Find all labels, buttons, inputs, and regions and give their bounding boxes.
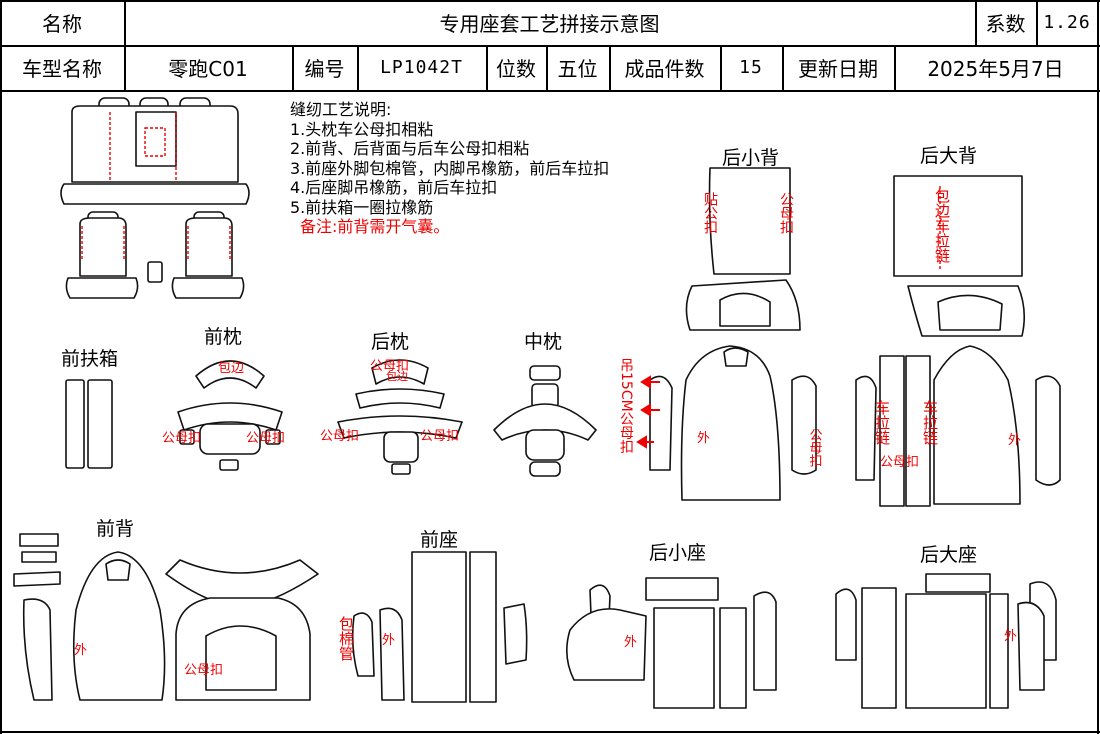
front-headrest-pieces bbox=[177, 360, 283, 471]
model-label: 车型名称 bbox=[22, 57, 102, 81]
annotation-outside: 外 bbox=[624, 635, 637, 650]
title-front-armrest: 前扶箱 bbox=[61, 348, 119, 370]
code-label: 编号 bbox=[304, 57, 345, 81]
table-row-divider bbox=[0, 45, 1100, 47]
col-divider bbox=[486, 45, 488, 90]
sewing-notes: 缝纫工艺说明: 1.头枕车公母扣相粘 2.前背、后背面与后车公母扣相粘 3.前座… bbox=[290, 100, 609, 237]
rear-big-back-pieces bbox=[855, 175, 1061, 507]
title-front-seat: 前座 bbox=[420, 529, 459, 551]
annotation-zip: 车拉链 bbox=[921, 400, 939, 445]
table-border-bottom bbox=[0, 90, 1100, 92]
annotation-edge-zip: 包边车拉链 bbox=[933, 188, 951, 263]
rear-small-back-pieces bbox=[649, 167, 817, 501]
annotation-foam-tube: 包棉管 bbox=[337, 616, 355, 661]
date-value: 2025年5月7日 bbox=[927, 57, 1064, 81]
seats-label: 位数 bbox=[496, 57, 536, 81]
front-back-pieces bbox=[13, 533, 319, 701]
annotation-snap: 公母扣 bbox=[880, 455, 919, 470]
note-item: 2.前背、后背面与后车公母扣相粘 bbox=[290, 139, 530, 158]
notes-remark: 备注:前背需开气囊。 bbox=[300, 217, 450, 236]
note-item: 4.后座脚吊橡筋，前后车拉扣 bbox=[290, 178, 498, 197]
annotation-outside: 外 bbox=[74, 643, 87, 658]
annotation-snap: 公母扣 bbox=[370, 359, 409, 374]
note-item: 3.前座外脚包棉管，内脚吊橡筋，前后车拉扣 bbox=[290, 158, 610, 178]
coefficient-label: 系数 bbox=[985, 12, 1026, 36]
document-title: 专用座套工艺拼接示意图 bbox=[439, 12, 660, 36]
col-divider bbox=[975, 0, 977, 45]
seat-overview-illustration bbox=[60, 97, 250, 299]
col-divider bbox=[124, 0, 126, 45]
sheet-border-left bbox=[0, 0, 2, 734]
model-value: 零跑C01 bbox=[168, 57, 248, 81]
title-front-headrest: 前枕 bbox=[204, 326, 243, 348]
title-middle-headrest: 中枕 bbox=[524, 331, 563, 353]
pieces-value: 15 bbox=[739, 57, 763, 78]
title-rear-big-back: 后大背 bbox=[920, 145, 978, 167]
rear-big-seat-pieces bbox=[835, 573, 1057, 709]
annotation-outside: 外 bbox=[382, 633, 395, 648]
rear-headrest-pieces bbox=[337, 359, 463, 475]
annotation-stick-snap: 贴公扣 bbox=[702, 192, 718, 234]
annotation-edge-binding: 包边 bbox=[386, 370, 408, 383]
front-armrest-pieces bbox=[65, 379, 113, 469]
col-divider bbox=[894, 45, 896, 90]
pieces-label: 成品件数 bbox=[624, 57, 705, 81]
code-value: LP1042T bbox=[380, 57, 463, 78]
annotation-snap: 公母扣 bbox=[320, 429, 359, 444]
annotation-snap: 公母扣 bbox=[184, 663, 223, 678]
title-rear-small-seat: 后小座 bbox=[649, 542, 707, 564]
col-divider bbox=[546, 45, 548, 90]
annotation-snap-vertical: 公母扣 bbox=[807, 428, 823, 467]
annotation-zip: 车拉链 bbox=[873, 400, 891, 445]
annotation-outside: 外 bbox=[697, 431, 710, 446]
date-label: 更新日期 bbox=[798, 57, 878, 81]
name-label: 名称 bbox=[42, 12, 82, 36]
col-divider bbox=[1036, 0, 1038, 45]
hang-snap-arrows bbox=[636, 375, 660, 449]
front-seat-pieces bbox=[351, 551, 528, 703]
notes-heading: 缝纫工艺说明: bbox=[290, 100, 392, 119]
middle-headrest-pieces bbox=[493, 365, 597, 477]
annotation-edge-binding: 包边 bbox=[218, 361, 244, 376]
annotation-outside: 外 bbox=[1004, 629, 1017, 644]
annotation-outside: 外 bbox=[1008, 433, 1021, 448]
sheet-border-right bbox=[1097, 0, 1099, 734]
annotation-snap: 公母扣 bbox=[420, 429, 459, 444]
sheet-border-bottom bbox=[0, 731, 1100, 733]
annotation-snap-vertical: 公母扣 bbox=[778, 192, 794, 234]
annotation-hang-snap: 吊15CM公母扣 bbox=[618, 358, 634, 454]
seats-value: 五位 bbox=[557, 57, 598, 81]
title-rear-big-seat: 后大座 bbox=[920, 544, 978, 566]
note-item: 1.头枕车公母扣相粘 bbox=[290, 119, 434, 139]
col-divider bbox=[720, 45, 722, 90]
title-rear-headrest: 后枕 bbox=[371, 331, 410, 353]
col-divider bbox=[782, 45, 784, 90]
annotation-snap: 公母扣 bbox=[162, 431, 201, 446]
title-front-back: 前背 bbox=[96, 518, 135, 540]
title-rear-small-back: 后小背 bbox=[722, 147, 780, 169]
col-divider bbox=[124, 45, 126, 90]
rear-small-seat-pieces bbox=[566, 577, 777, 709]
col-divider bbox=[357, 45, 359, 90]
note-item: 5.前扶箱一圈拉橡筋 bbox=[290, 197, 434, 217]
col-divider bbox=[292, 45, 294, 90]
coefficient-value: 1.26 bbox=[1043, 12, 1091, 33]
table-border-top bbox=[0, 0, 1100, 2]
col-divider bbox=[609, 45, 611, 90]
annotation-snap: 公母扣 bbox=[246, 431, 285, 446]
